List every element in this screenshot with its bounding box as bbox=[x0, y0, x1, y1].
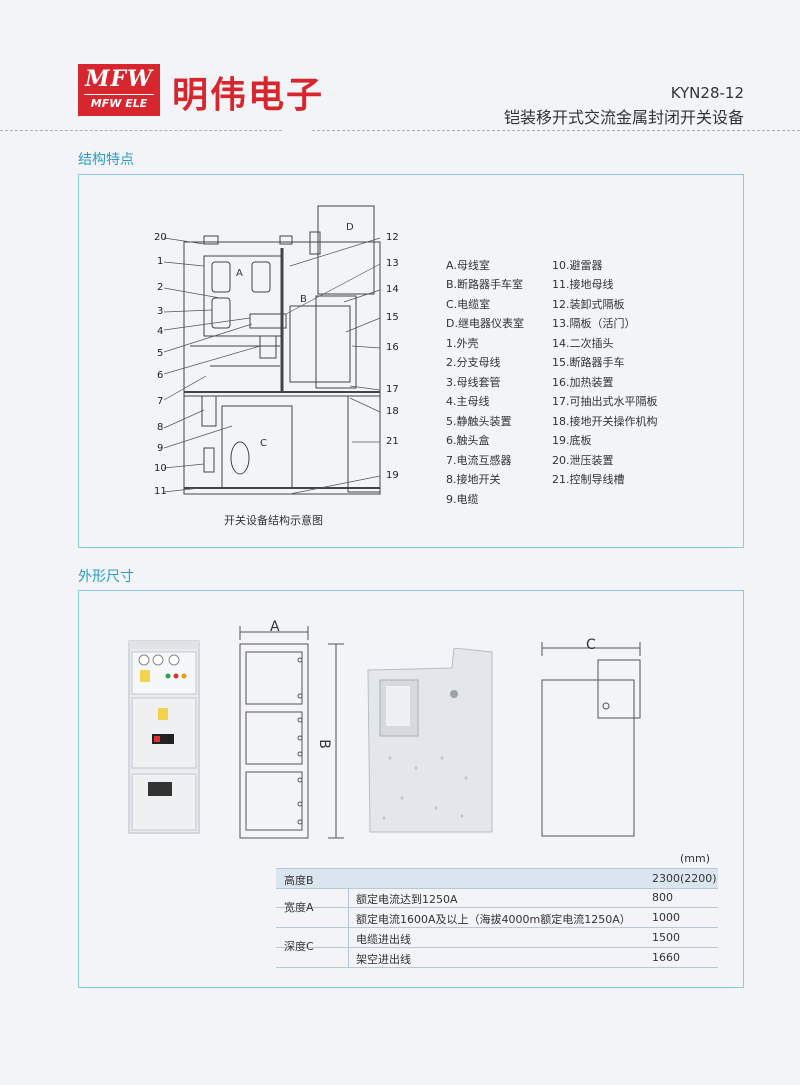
legend-item: 21.控制导线槽 bbox=[552, 473, 625, 486]
dimension-section-title: 外形尺寸 bbox=[78, 569, 134, 585]
dimension-a-label: A bbox=[270, 619, 280, 635]
legend-item: 2.分支母线 bbox=[446, 356, 501, 369]
callout-18: 18 bbox=[386, 406, 399, 417]
zone-label-b: B bbox=[300, 294, 307, 305]
legend-item: 9.电缆 bbox=[446, 493, 479, 506]
legend-item: D.继电器仪表室 bbox=[446, 317, 524, 330]
table-unit: (mm) bbox=[680, 852, 711, 865]
diagram-caption: 开关设备结构示意图 bbox=[224, 514, 323, 527]
callout-20: 20 bbox=[154, 232, 167, 243]
dimension-b-label: B bbox=[315, 739, 332, 749]
callout-15: 15 bbox=[386, 312, 399, 323]
logo-text: MFW bbox=[85, 66, 153, 92]
callout-17: 17 bbox=[386, 384, 399, 395]
cabinet-front-photo bbox=[128, 640, 200, 834]
model-number: KYN28-12 bbox=[670, 84, 744, 102]
table-row: 架空进出线 1660 bbox=[276, 948, 718, 968]
callout-2: 2 bbox=[157, 282, 164, 293]
legend-item: 1.外壳 bbox=[446, 337, 479, 350]
callout-10: 10 bbox=[154, 463, 167, 474]
logo-subtext: MFW ELE bbox=[90, 97, 148, 110]
logo-divider bbox=[84, 94, 154, 95]
legend-item: 3.母线套管 bbox=[446, 376, 501, 389]
legend-item: 20.泄压装置 bbox=[552, 454, 614, 467]
legend-item: 7.电流互感器 bbox=[446, 454, 512, 467]
legend-item: 16.加热装置 bbox=[552, 376, 614, 389]
callout-12: 12 bbox=[386, 232, 399, 243]
table-row: 高度B 2300(2200) bbox=[276, 868, 718, 889]
zone-label-a: A bbox=[236, 268, 243, 279]
brand-name: 明伟电子 bbox=[172, 75, 325, 116]
depth-value-1: 1500 bbox=[652, 931, 680, 944]
header-divider-left bbox=[0, 130, 282, 131]
callout-1: 1 bbox=[157, 256, 164, 267]
width-value-2: 1000 bbox=[652, 911, 680, 924]
legend-item: B.断路器手车室 bbox=[446, 278, 524, 291]
relay-compartment bbox=[317, 205, 375, 295]
legend-item: 14.二次插头 bbox=[552, 337, 614, 350]
structure-panel bbox=[78, 174, 744, 548]
legend-item: 15.断路器手车 bbox=[552, 356, 625, 369]
table-row: 额定电流达到1250A 800 bbox=[276, 888, 718, 908]
callout-7: 7 bbox=[157, 396, 164, 407]
cabinet-side-photo bbox=[367, 648, 493, 833]
legend-item: 6.触头盒 bbox=[446, 434, 490, 447]
callout-5: 5 bbox=[157, 348, 164, 359]
callout-21: 21 bbox=[386, 436, 399, 447]
legend-item: A.母线室 bbox=[446, 259, 490, 272]
zone-label-c: C bbox=[260, 438, 267, 449]
height-label: 高度B bbox=[284, 874, 314, 887]
width-value-1: 800 bbox=[652, 891, 673, 904]
switchgear-structure-diagram: A B C D bbox=[163, 205, 381, 495]
legend-item: 19.底板 bbox=[552, 434, 592, 447]
dimension-c-label: C bbox=[586, 637, 596, 653]
front-view-drawing bbox=[239, 626, 344, 839]
header-divider-right bbox=[312, 130, 800, 131]
width-cond-2: 额定电流1600A及以上（海拔4000m额定电流1250A） bbox=[356, 913, 631, 926]
table-row: 额定电流1600A及以上（海拔4000m额定电流1250A） 1000 bbox=[276, 908, 718, 928]
product-title: 铠装移开式交流金属封闭开关设备 bbox=[503, 108, 744, 127]
side-view-drawing bbox=[541, 642, 641, 837]
legend-item: 10.避雷器 bbox=[552, 259, 603, 272]
callout-14: 14 bbox=[386, 284, 399, 295]
mfw-logo: MFW MFW ELE bbox=[78, 64, 160, 116]
callout-3: 3 bbox=[157, 306, 164, 317]
legend-item: 5.静触头装置 bbox=[446, 415, 512, 428]
callout-4: 4 bbox=[157, 326, 164, 337]
callout-16: 16 bbox=[386, 342, 399, 353]
depth-cond-1: 电缆进出线 bbox=[356, 933, 411, 946]
zone-label-d: D bbox=[346, 222, 354, 233]
legend-item: 13.隔板（活门） bbox=[552, 317, 636, 330]
table-row: 电缆进出线 1500 bbox=[276, 928, 718, 948]
legend-item: C.电缆室 bbox=[446, 298, 491, 311]
legend-item: 11.接地母线 bbox=[552, 278, 614, 291]
callout-9: 9 bbox=[157, 443, 164, 454]
callout-13: 13 bbox=[386, 258, 399, 269]
depth-label: 深度C bbox=[284, 940, 314, 953]
height-value: 2300(2200) bbox=[652, 872, 717, 885]
callout-19: 19 bbox=[386, 470, 399, 481]
legend-item: 17.可抽出式水平隔板 bbox=[552, 395, 658, 408]
legend-item: 18.接地开关操作机构 bbox=[552, 415, 658, 428]
structure-section-title: 结构特点 bbox=[78, 152, 134, 168]
table-divider bbox=[348, 888, 349, 968]
depth-value-2: 1660 bbox=[652, 951, 680, 964]
legend-item: 12.装卸式隔板 bbox=[552, 298, 625, 311]
legend-item: 8.接地开关 bbox=[446, 473, 501, 486]
legend-item: 4.主母线 bbox=[446, 395, 490, 408]
width-label: 宽度A bbox=[284, 901, 314, 914]
depth-cond-2: 架空进出线 bbox=[356, 953, 411, 966]
callout-8: 8 bbox=[157, 422, 164, 433]
callout-6: 6 bbox=[157, 370, 164, 381]
callout-11: 11 bbox=[154, 486, 167, 497]
width-cond-1: 额定电流达到1250A bbox=[356, 893, 458, 906]
